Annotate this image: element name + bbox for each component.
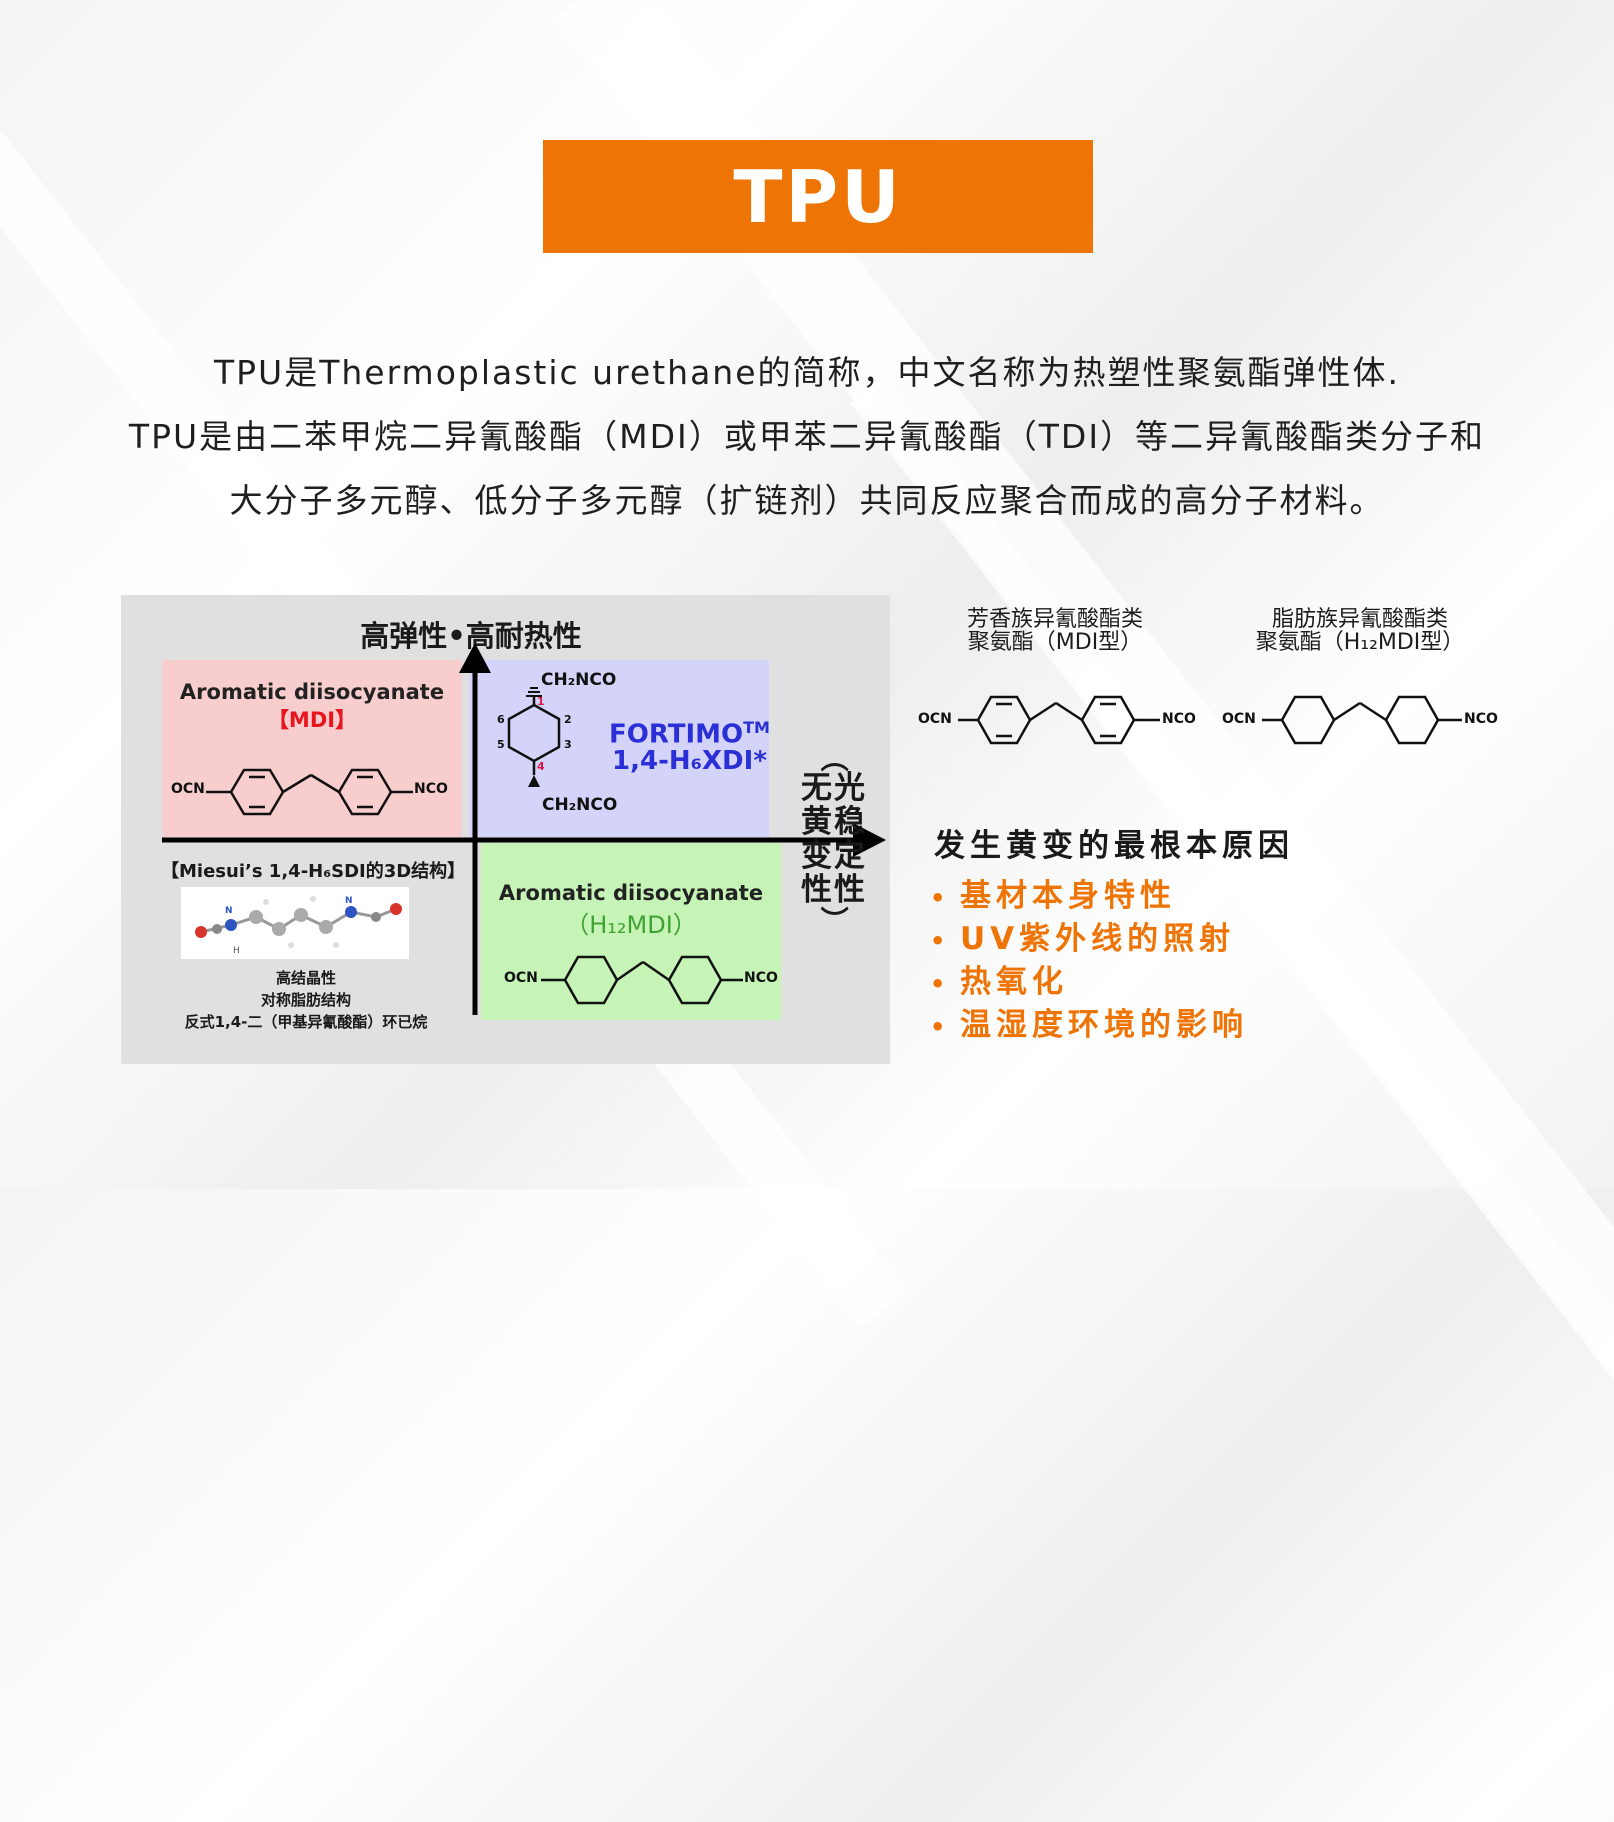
ring-pos-2: 2 [564, 713, 572, 726]
side-col-2: 光 稳 定 性 [834, 771, 865, 907]
molecule-notes: 高结晶性 对称脂肪结构 反式1,4-二（甲基异氰酸酯）环已烷 [161, 967, 451, 1033]
quadrant-h12mdi [481, 843, 781, 1020]
cause-item: • 基材本身特性 [930, 876, 1248, 919]
note-line: 反式1,4-二（甲基异氰酸酯）环已烷 [184, 1013, 428, 1031]
intro-line-1: TPU是Thermoplastic urethane的简称，中文名称为热塑性聚氨… [213, 353, 1401, 392]
cause-item: • 温湿度环境的影响 [930, 1005, 1248, 1048]
aromatic-line1: 芳香族异氰酸酯类 [966, 607, 1143, 632]
side-char: 黄 [801, 804, 832, 840]
mol-atom-n1: N [225, 906, 233, 916]
mdi-left-group: OCN [171, 781, 205, 797]
quadrant-fortimo [469, 660, 769, 837]
cause-text: 基材本身特性 [960, 878, 1176, 914]
mol-atom-h: H [233, 946, 240, 956]
h12mdi-title: Aromatic diisocyanate （H₁₂MDI） [481, 881, 781, 940]
fortimo-bottom-group: CH₂NCO [542, 795, 618, 815]
ring-pos-5: 5 [497, 738, 505, 751]
note-line: 对称脂肪结构 [260, 991, 351, 1009]
fortimo-brand: FORTIMO [609, 719, 744, 750]
molecule-3d-image: N N H [181, 887, 409, 959]
side-char: 稳 [834, 804, 865, 840]
axis-arrows [162, 643, 886, 1015]
mdi-title: Aromatic diisocyanate 【MDI】 [162, 680, 462, 734]
mol-atom-n2: N [345, 896, 353, 906]
mdi-structure [206, 768, 413, 816]
bullet: • [930, 927, 951, 955]
d3-caption: 【Miesui’s 1,4-H₆SDI的3D结构】 [161, 861, 466, 882]
h12mdi-left-group: OCN [504, 970, 538, 986]
mdi-sub: 【MDI】 [267, 708, 357, 732]
bullet: • [930, 884, 951, 912]
ring-pos-1: 1 [537, 695, 545, 708]
page-title: TPU [733, 154, 903, 239]
axis-top-label: 高弹性•高耐热性 [360, 619, 582, 653]
cause-text: 温湿度环境的影响 [960, 1007, 1248, 1043]
aliphatic-label: 脂肪族异氰酸酯类 聚氨酯（H₁₂MDI型） [1230, 608, 1490, 654]
mdi-right-group: NCO [414, 781, 448, 797]
h12mdi-title-text: Aromatic diisocyanate [498, 881, 764, 905]
ring-pos-4: 4 [537, 760, 545, 773]
aromatic-right-group: NCO [1162, 711, 1196, 727]
causes-list: • 基材本身特性 • UV紫外线的照射 • 热氧化 • 温湿度环境的影响 [930, 876, 1248, 1048]
axis-side-label: （ 无 黄 变 性 光 稳 定 性 ） [801, 744, 865, 934]
fortimo-label: FORTIMOTM 1,4-H₆XDI* [609, 715, 770, 774]
bullet: • [930, 1013, 951, 1041]
cause-text: UV紫外线的照射 [960, 921, 1236, 957]
fortimo-ring [507, 687, 561, 787]
h12mdi-structure [541, 955, 743, 1005]
title-banner: TPU [543, 140, 1093, 253]
aliphatic-right-group: NCO [1464, 711, 1498, 727]
side-char: 无 [801, 770, 832, 806]
aromatic-left-group: OCN [918, 711, 952, 727]
cause-text: 热氧化 [960, 964, 1068, 1000]
side-char: 性 [801, 872, 832, 908]
intro-line-2: TPU是由二苯甲烷二异氰酸酯（MDI）或甲苯二异氰酸酯（TDI）等二异氰酸酯类分… [128, 417, 1486, 456]
note-line: 高结晶性 [275, 969, 336, 987]
bullet: • [930, 970, 951, 998]
ring-pos-6: 6 [497, 713, 505, 726]
aliphatic-left-group: OCN [1222, 711, 1256, 727]
side-char: 性 [834, 872, 865, 908]
side-label-columns: 无 黄 变 性 光 稳 定 性 [801, 771, 865, 907]
intro-line-3: 大分子多元醇、低分子多元醇（扩链剂）共同反应聚合而成的高分子材料。 [229, 481, 1385, 520]
side-col-1: 无 黄 变 性 [801, 771, 832, 907]
aliphatic-line1: 脂肪族异氰酸酯类 [1271, 607, 1448, 632]
molecule-3d-drawing: N N H [195, 896, 402, 956]
h12mdi-right-group: NCO [744, 970, 778, 986]
cause-item: • UV紫外线的照射 [930, 919, 1248, 962]
causes-title: 发生黄变的最根本原因 [934, 828, 1294, 864]
fortimo-tm: TM [743, 718, 770, 737]
mdi-title-text: Aromatic diisocyanate [179, 680, 445, 704]
ring-pos-3: 3 [564, 738, 572, 751]
h12mdi-sub: （H₁₂MDI） [565, 911, 697, 939]
cause-item: • 热氧化 [930, 962, 1248, 1005]
aliphatic-line2: 聚氨酯（H₁₂MDI型） [1255, 630, 1465, 655]
quadrant-diagram: 高弹性•高耐热性 Aromatic diisocyanate 【MDI】 OCN… [121, 595, 890, 1064]
side-char: 定 [834, 838, 865, 874]
side-char: 光 [834, 770, 865, 806]
aromatic-line2: 聚氨酯（MDI型） [967, 630, 1143, 655]
aromatic-label: 芳香族异氰酸酯类 聚氨酯（MDI型） [930, 608, 1180, 654]
quadrant-mdi [162, 660, 462, 837]
fortimo-name: 1,4-H₆XDI* [612, 745, 767, 776]
side-char: 变 [801, 838, 832, 874]
fortimo-top-group: CH₂NCO [541, 670, 617, 690]
right-structures [958, 695, 1462, 745]
